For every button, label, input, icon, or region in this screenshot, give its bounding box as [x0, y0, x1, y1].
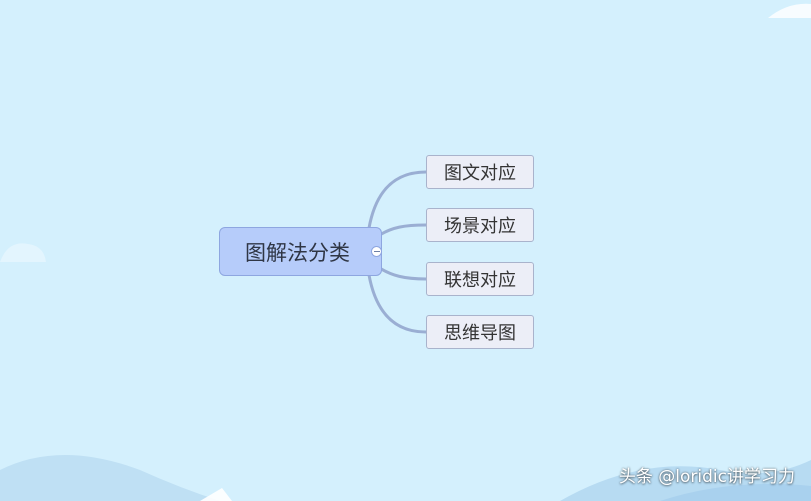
minus-icon — [373, 250, 380, 253]
connector-to-child-2 — [377, 223, 427, 238]
root-topic[interactable]: 图解法分类 — [219, 227, 382, 276]
subtopic-label: 思维导图 — [444, 323, 516, 344]
connector-to-child-1 — [367, 170, 427, 229]
watermark-text: 头条 @loridic讲学习力 — [618, 467, 795, 487]
subtopic-node[interactable]: 思维导图 — [426, 315, 534, 349]
subtopic-label: 图文对应 — [444, 163, 516, 184]
subtopic-label: 场景对应 — [444, 216, 516, 237]
collapse-toggle-icon[interactable] — [371, 246, 382, 257]
hill-shape — [660, 483, 811, 501]
hill-shape — [200, 488, 232, 501]
subtopic-node[interactable]: 图文对应 — [426, 155, 534, 189]
subtopic-label: 联想对应 — [444, 270, 516, 291]
connector-to-child-3 — [377, 265, 427, 281]
hill-shape — [0, 455, 220, 501]
root-topic-label: 图解法分类 — [245, 240, 350, 265]
cloud-shape — [0, 243, 46, 262]
connector-to-child-4 — [367, 274, 427, 334]
subtopic-node[interactable]: 场景对应 — [426, 208, 534, 242]
subtopic-node[interactable]: 联想对应 — [426, 262, 534, 296]
cloud-shape — [768, 3, 811, 18]
